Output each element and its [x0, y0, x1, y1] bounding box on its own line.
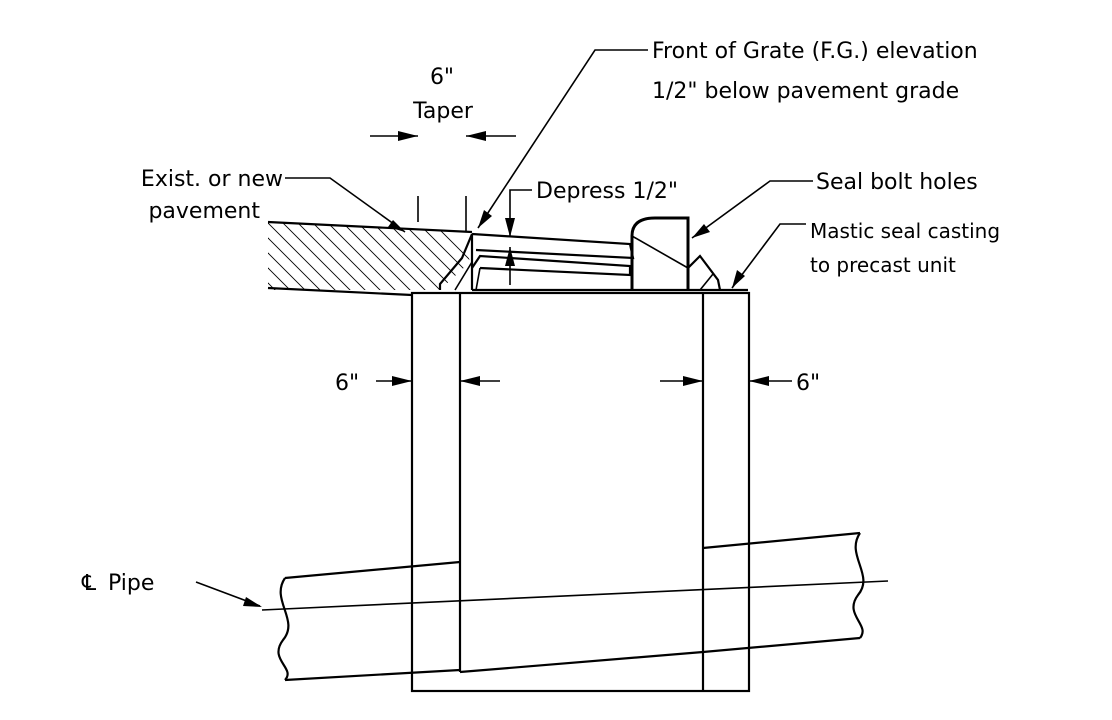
- centerline-symbol: ℄: [81, 571, 97, 596]
- pipe-leader: [195, 581, 262, 607]
- grate-casting: [438, 216, 748, 292]
- front-of-grate-leader: [477, 49, 648, 229]
- depress-text: Depress 1/2": [536, 179, 678, 204]
- taper-text: Taper: [412, 99, 474, 124]
- pavement-leader: [285, 177, 406, 233]
- mastic-seal-text-2: to precast unit: [810, 253, 956, 277]
- pavement-text-1: Exist. or new: [141, 167, 283, 192]
- right-wall-dimension: [660, 376, 792, 386]
- taper-dimension: [370, 131, 516, 232]
- front-of-grate-text-2: 1/2" below pavement grade: [652, 79, 959, 104]
- pipe-text: Pipe: [108, 571, 154, 596]
- right-wall-thickness-text: 6": [796, 371, 820, 396]
- left-wall-dimension: [376, 376, 500, 386]
- depress-dimension: [505, 189, 532, 285]
- mastic-seal-leader: [731, 223, 806, 289]
- precast-unit: [410, 291, 751, 693]
- seal-bolt-holes-text: Seal bolt holes: [816, 170, 978, 195]
- left-wall-thickness-text: 6": [335, 371, 359, 396]
- mastic-seal-text-1: Mastic seal casting: [810, 219, 1000, 243]
- seal-bolt-holes-leader: [691, 180, 813, 239]
- front-of-grate-text-1: Front of Grate (F.G.) elevation: [652, 39, 978, 64]
- pavement-text-2: pavement: [148, 199, 260, 224]
- pipe: [261, 531, 889, 682]
- taper-dimension-text: 6": [430, 65, 454, 90]
